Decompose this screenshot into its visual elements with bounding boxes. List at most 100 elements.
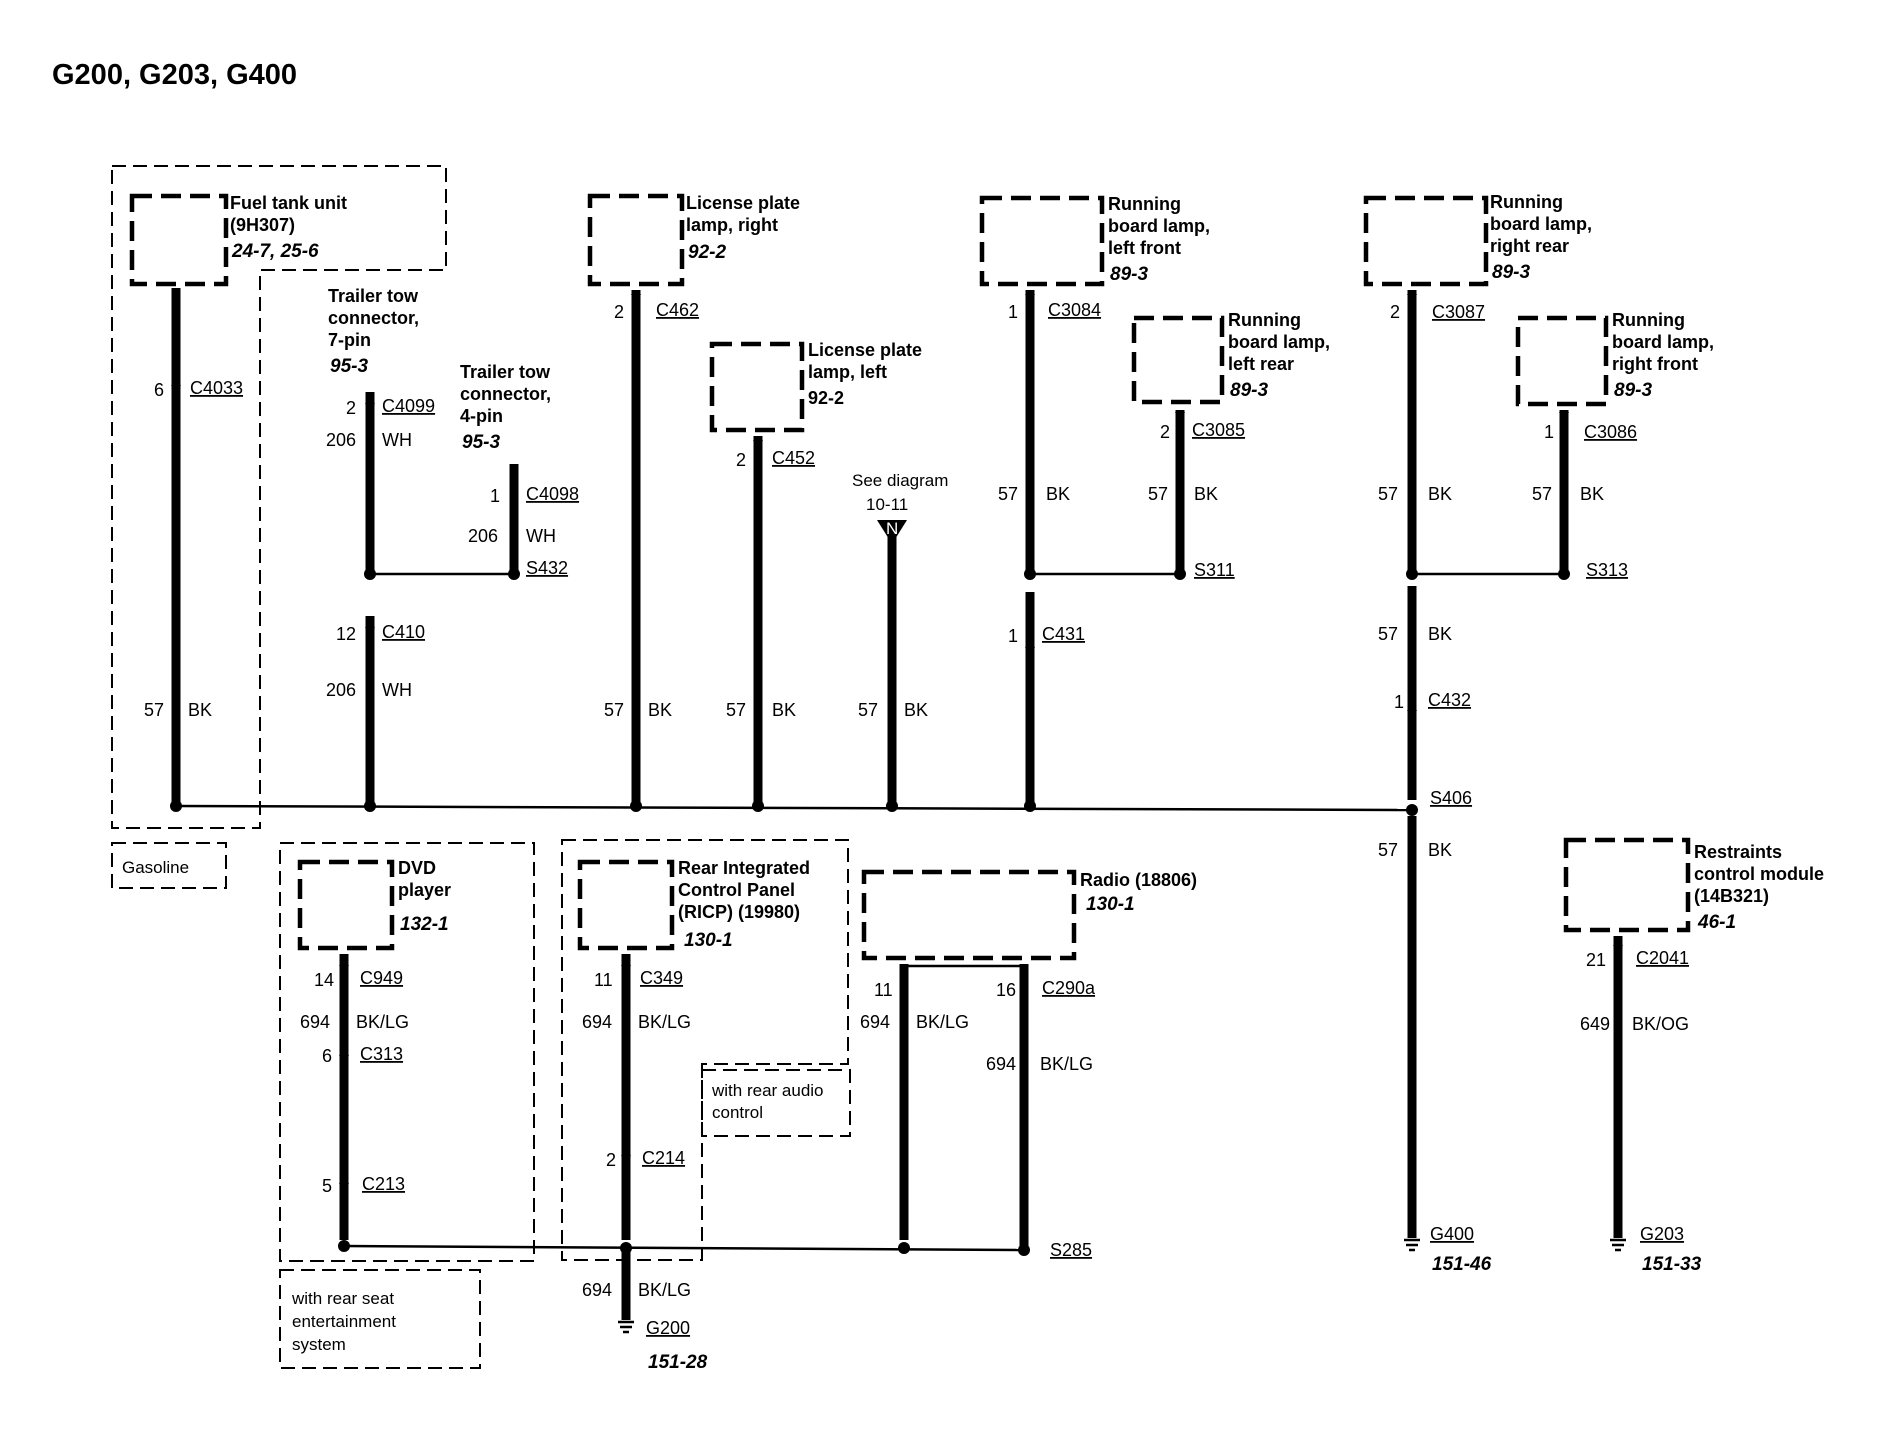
svg-text:right front: right front [1612, 354, 1698, 374]
dvd-connector: C949 [360, 968, 403, 988]
fuel-connector: C4033 [190, 378, 243, 398]
licl-color: BK [772, 700, 796, 720]
svg-text:89-3: 89-3 [1492, 262, 1530, 283]
ricp-circuit: 694 [582, 1012, 612, 1032]
svg-text:board lamp,: board lamp, [1108, 216, 1210, 236]
svg-text:95-3: 95-3 [462, 432, 500, 453]
rear-audio-line-1: with rear audio [711, 1081, 824, 1100]
rf-connector: C3086 [1584, 422, 1637, 442]
trailer-tow-4pin-label: Trailer tow connector, 4-pin 95-3 [460, 362, 551, 453]
rcm-color: BK/OG [1632, 1014, 1689, 1034]
running-board-lamp-right-rear-box [1363, 195, 1489, 287]
splice-s432: S432 [526, 558, 568, 578]
svg-text:control module: control module [1694, 864, 1824, 884]
ground-g400: G400 [1430, 1224, 1474, 1244]
ground-g203-ref: 151-33 [1642, 1254, 1702, 1275]
trailer-tow-7pin-label: Trailer tow connector, 7-pin 95-3 [328, 286, 419, 377]
licl-connector: C452 [772, 448, 815, 468]
radio-label: Radio (18806) 130-1 [1080, 870, 1197, 915]
svg-text:Trailer tow: Trailer tow [460, 362, 551, 382]
licl-pin: 2 [736, 450, 746, 470]
rr-circuit: 57 [1378, 484, 1398, 504]
dvd-player-label: DVD player 132-1 [398, 858, 451, 935]
lf-color: BK [1046, 484, 1070, 504]
rear-seat-ent-line-3: system [292, 1335, 346, 1354]
svg-text:Running: Running [1228, 310, 1301, 330]
see-color: BK [904, 700, 928, 720]
svg-text:89-3: 89-3 [1110, 264, 1148, 285]
svg-text:Running: Running [1108, 194, 1181, 214]
license-plate-lamp-right-box [587, 193, 685, 287]
svg-text:License plate: License plate [808, 340, 922, 360]
svg-text:92-2: 92-2 [688, 242, 726, 263]
dvd-connector2: C313 [360, 1044, 403, 1064]
running-board-lamp-left-front-label: Running board lamp, left front 89-3 [1108, 194, 1210, 285]
running-board-lamp-left-front-box [979, 195, 1105, 287]
svg-text:Radio (18806): Radio (18806) [1080, 870, 1197, 890]
rear-audio-enclosure [561, 839, 849, 1261]
t7-color: WH [382, 430, 412, 450]
radio-b-circuit: 694 [986, 1054, 1016, 1074]
svg-text:(9H307): (9H307) [230, 215, 295, 235]
svg-text:right rear: right rear [1490, 236, 1569, 256]
svg-text:lamp, left: lamp, left [808, 362, 887, 382]
splice-s313: S313 [1586, 560, 1628, 580]
ground-g203-icon [1610, 1238, 1626, 1252]
ground-g400-icon [1404, 1238, 1420, 1252]
rear-audio-line-2: control [712, 1103, 763, 1122]
svg-text:player: player [398, 880, 451, 900]
ricp-pin: 11 [594, 970, 613, 990]
restraints-control-module-box [1563, 837, 1691, 933]
svg-text:Fuel tank unit: Fuel tank unit [230, 193, 347, 213]
splice-s285: S285 [1050, 1240, 1092, 1260]
ground-g200-icon [618, 1320, 634, 1334]
license-plate-lamp-left-box [709, 341, 805, 433]
dvd-pin2: 6 [322, 1046, 332, 1066]
licr-circuit: 57 [604, 700, 624, 720]
lf-connector2: C431 [1042, 624, 1085, 644]
fuel-tank-unit-box [129, 193, 229, 287]
rear-audio-label-box [701, 1069, 851, 1137]
running-board-lamp-left-rear-label: Running board lamp, left rear 89-3 [1228, 310, 1330, 401]
gasoline-label-box [111, 842, 227, 889]
rr-color3: BK [1428, 840, 1452, 860]
lr-color: BK [1194, 484, 1218, 504]
rr-circuit3: 57 [1378, 840, 1398, 860]
fuel-pin: 6 [154, 380, 164, 400]
see-diagram-flag-icon [877, 520, 907, 544]
svg-text:connector,: connector, [460, 384, 551, 404]
dvd-circuit: 694 [300, 1012, 330, 1032]
t4-connector: C4098 [526, 484, 579, 504]
radio-a-circuit: 694 [860, 1012, 890, 1032]
ground-g203: G203 [1640, 1224, 1684, 1244]
bus-s406 [175, 804, 1413, 812]
svg-text:board lamp,: board lamp, [1490, 214, 1592, 234]
svg-text:10-11: 10-11 [866, 495, 908, 514]
lf-pin: 1 [1008, 302, 1018, 322]
svg-text:See diagram: See diagram [852, 471, 948, 490]
rr-color: BK [1428, 484, 1452, 504]
rr-pin: 2 [1390, 302, 1400, 322]
rf-pin: 1 [1544, 422, 1554, 442]
ricp-pin2: 2 [606, 1150, 616, 1170]
radio-b-color: BK/LG [1040, 1054, 1093, 1074]
see-circuit: 57 [858, 700, 878, 720]
see-diagram-flag-letter: N [886, 519, 898, 538]
ground-g200: G200 [646, 1318, 690, 1338]
running-board-lamp-left-rear-box [1131, 315, 1225, 405]
svg-text:4-pin: 4-pin [460, 406, 503, 426]
dvd-color: BK/LG [356, 1012, 409, 1032]
svg-text:46-1: 46-1 [1697, 912, 1736, 933]
lr-circuit: 57 [1148, 484, 1168, 504]
t4-pin: 1 [490, 486, 500, 506]
rcm-circuit: 649 [1580, 1014, 1610, 1034]
splice-s311: S311 [1194, 560, 1235, 580]
svg-text:89-3: 89-3 [1230, 380, 1268, 401]
ricp-label: Rear Integrated Control Panel (RICP) (19… [678, 858, 810, 951]
svg-text:Control Panel: Control Panel [678, 880, 795, 900]
running-board-lamp-right-rear-label: Running board lamp, right rear 89-3 [1490, 192, 1592, 283]
radio-a-pin: 11 [874, 980, 893, 1000]
running-board-lamp-right-front-label: Running board lamp, right front 89-3 [1612, 310, 1714, 401]
dvd-pin: 14 [314, 970, 334, 990]
svg-text:130-1: 130-1 [1086, 894, 1135, 915]
